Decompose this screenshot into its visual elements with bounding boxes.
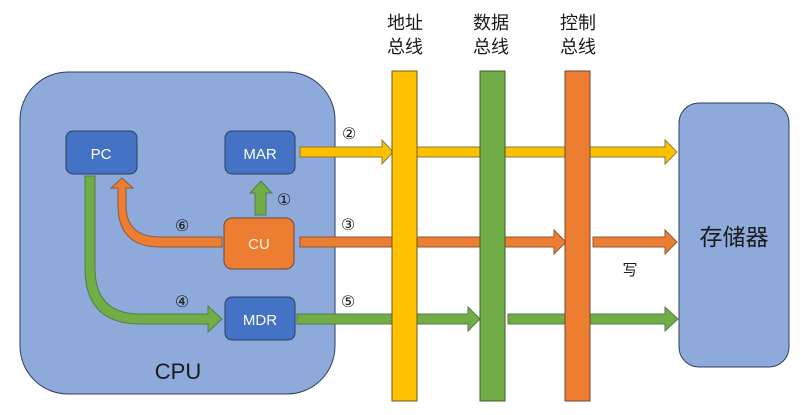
control-unit-label: CU bbox=[248, 236, 270, 253]
arrow-mdr-to-data-bus bbox=[296, 305, 481, 333]
pc-register-label: PC bbox=[91, 146, 112, 163]
arrow-pc-to-mdr bbox=[84, 175, 223, 334]
arrow-mar-to-address-bus bbox=[299, 138, 394, 166]
arrow-data-bus-to-memory bbox=[507, 305, 679, 333]
step-6-marker: ⑥ bbox=[175, 216, 189, 235]
mdr-register-label: MDR bbox=[243, 312, 277, 329]
step-1-marker: ① bbox=[277, 190, 291, 209]
arrow-cu-to-control-bus bbox=[299, 228, 567, 256]
mar-register-label: MAR bbox=[243, 146, 277, 163]
mdr-register bbox=[224, 296, 296, 341]
pc-register bbox=[65, 130, 138, 175]
control-bus-label-line1: 控制 bbox=[560, 13, 596, 34]
data-bus-label-line1: 数据 bbox=[473, 13, 509, 34]
memory-box bbox=[678, 102, 790, 368]
arrow-cu-to-pc bbox=[109, 177, 223, 248]
mar-register bbox=[224, 130, 296, 175]
address-bus-label-line1: 地址 bbox=[387, 13, 423, 34]
arrow-cu-to-mar bbox=[248, 180, 274, 216]
write-label: 写 bbox=[622, 261, 637, 279]
control-bus-bar bbox=[564, 70, 591, 402]
step-2-marker: ② bbox=[342, 124, 356, 143]
data-bus-label-line2: 总线 bbox=[473, 37, 509, 58]
memory-label: 存储器 bbox=[700, 225, 769, 251]
address-bus-bar bbox=[391, 70, 418, 402]
data-bus-bar bbox=[479, 70, 506, 402]
step-3-marker: ③ bbox=[341, 215, 355, 234]
step-5-marker: ⑤ bbox=[341, 292, 355, 311]
arrow-address-bus-to-memory bbox=[416, 138, 678, 166]
cpu-label: CPU bbox=[155, 359, 201, 384]
control-bus-label-line2: 总线 bbox=[560, 37, 596, 58]
address-bus-label-line2: 总线 bbox=[387, 37, 423, 58]
control-unit bbox=[223, 217, 295, 270]
arrow-control-bus-to-memory bbox=[592, 228, 678, 256]
step-4-marker: ④ bbox=[175, 292, 189, 311]
